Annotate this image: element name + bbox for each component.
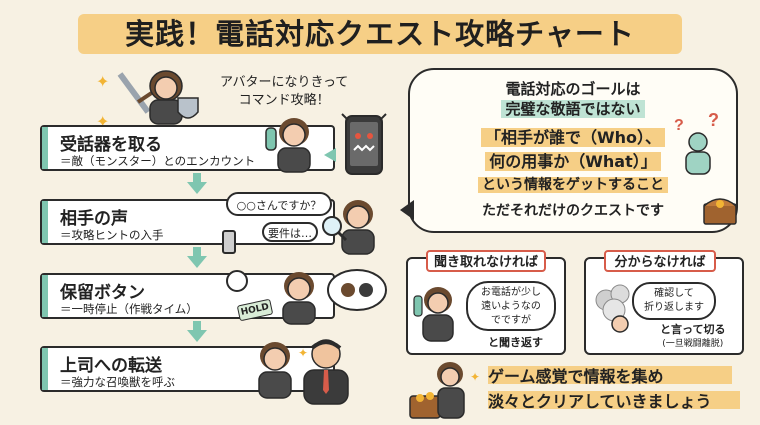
avatar-caption: アバターになりきって コマンド攻略！ xyxy=(220,74,348,110)
sparkle-icon: ✦ xyxy=(298,346,309,360)
step-subtitle: ＝敵（モンスター）とのエンカウント xyxy=(60,154,256,168)
step-accent-bar xyxy=(42,127,48,169)
arrow-down-icon xyxy=(187,256,207,268)
bubble-line: 折り返します xyxy=(644,302,704,313)
closing-line: ゲーム感覚で情報を集め xyxy=(488,367,664,386)
case-result-line: (一旦戦闘離脱) xyxy=(662,339,724,349)
bubble-line: 確認して xyxy=(654,288,694,299)
confused-person-illustration: ? ? xyxy=(674,112,719,175)
step-title: 受話器を取る xyxy=(60,135,162,155)
operator-transfer-avatar-illustration xyxy=(258,342,292,399)
goal-highlight: という情報をゲットすること xyxy=(478,177,668,193)
arrow-left-icon xyxy=(324,148,336,162)
step-accent-bar xyxy=(42,201,48,243)
avatar-caption-line: コマンド攻略！ xyxy=(238,93,330,108)
goal-panel: 電話対応のゴールは 完璧な敬語ではない 「相手が誰で（Who）、 何の用事か（W… xyxy=(408,68,738,233)
step-title: 上司への転送 xyxy=(60,356,162,376)
voice-bubble-2: 要件は… xyxy=(262,222,318,242)
operator-listening-illustration xyxy=(413,287,454,342)
goal-highlight: 完璧な敬語ではない xyxy=(501,100,645,118)
closing-line: 淡々とクリアしていきましょう xyxy=(488,392,712,411)
bubble-line: 遠いようなの xyxy=(481,301,541,312)
step-title: 相手の声 xyxy=(60,209,128,229)
goal-highlight: 何の用事か（What）」 xyxy=(485,152,661,171)
flow-arrow-stem xyxy=(193,247,201,256)
speech-bubble: 確認して 折り返します xyxy=(632,282,716,320)
step-subtitle: ＝強力な召喚獣を呼ぶ xyxy=(60,375,175,389)
goal-line: ただそれだけのクエストです xyxy=(482,203,664,219)
sparkle-icon: ✦ xyxy=(96,72,110,91)
smoke-escape-illustration xyxy=(595,284,630,333)
monster-phone-icon xyxy=(341,113,387,175)
clock-icon xyxy=(226,270,248,292)
bubble-line: お電話が少し xyxy=(481,287,541,298)
goal-line: という情報をゲットすること xyxy=(410,174,736,194)
avatar-caption-line: アバターになりきって xyxy=(220,75,349,90)
closing-highlight xyxy=(488,366,732,384)
goal-line: 電話対応のゴールは xyxy=(505,80,641,98)
arrow-down-icon xyxy=(187,182,207,194)
case-label: 分からなければ xyxy=(604,250,716,272)
thought-bubble-illustration xyxy=(327,269,387,311)
case-result-line: と言って切る xyxy=(660,323,726,336)
operator-avatar-illustration xyxy=(265,118,311,173)
svg-text:?: ? xyxy=(674,117,684,134)
case-label: 聞き取れなければ xyxy=(426,250,546,272)
detective-avatar-illustration xyxy=(322,200,375,255)
step-subtitle: ＝一時停止（作戦タイム） xyxy=(60,302,198,316)
operator-hold-avatar-illustration xyxy=(282,272,316,325)
voice-bubble-1: ○○さんですか？ xyxy=(226,192,332,216)
title-band xyxy=(78,14,682,54)
goal-line: 何の用事か（What）」 xyxy=(410,148,736,172)
bubble-line: でですが xyxy=(491,315,531,326)
goal-line: 「相手が誰で（Who）、 xyxy=(410,124,736,148)
step-accent-bar xyxy=(42,348,48,390)
voice-bubble-text: ○○さんですか？ xyxy=(236,199,322,212)
step-subtitle: ＝攻略ヒントの入手 xyxy=(60,228,164,242)
arrow-down-icon xyxy=(187,330,207,342)
goal-highlight: 「相手が誰で（Who）、 xyxy=(480,128,666,147)
treasure-chest-icon xyxy=(703,198,737,225)
svg-text:?: ? xyxy=(708,112,719,130)
case-result: と言って切る (一旦戦闘離脱) xyxy=(660,323,725,351)
page-title: 実践！電話対応クエスト攻略チャート xyxy=(125,17,635,51)
goal-line: 完璧な敬語ではない xyxy=(410,98,736,119)
treasure-avatar-illustration xyxy=(409,362,465,419)
speech-bubble: お電話が少し 遠いようなの でですが xyxy=(466,281,556,331)
closing-highlight xyxy=(488,391,740,409)
case-result: と聞き返す xyxy=(488,336,543,349)
closing-message: ゲーム感覚で情報を集め 淡々とクリアしていきましょう xyxy=(488,364,712,414)
voice-bubble-text: 要件は… xyxy=(268,227,312,240)
flow-arrow-stem xyxy=(193,321,201,330)
bubble-tail xyxy=(400,200,414,220)
step-title: 保留ボタン xyxy=(60,283,145,303)
boss-avatar-illustration xyxy=(303,339,349,405)
flow-arrow-stem xyxy=(193,173,201,182)
sparkle-icon: ✦ xyxy=(470,370,481,384)
hero-avatar-illustration xyxy=(117,70,199,125)
step-accent-bar xyxy=(42,275,48,317)
smartphone-icon xyxy=(222,230,236,254)
hold-label: HOLD xyxy=(240,302,270,318)
